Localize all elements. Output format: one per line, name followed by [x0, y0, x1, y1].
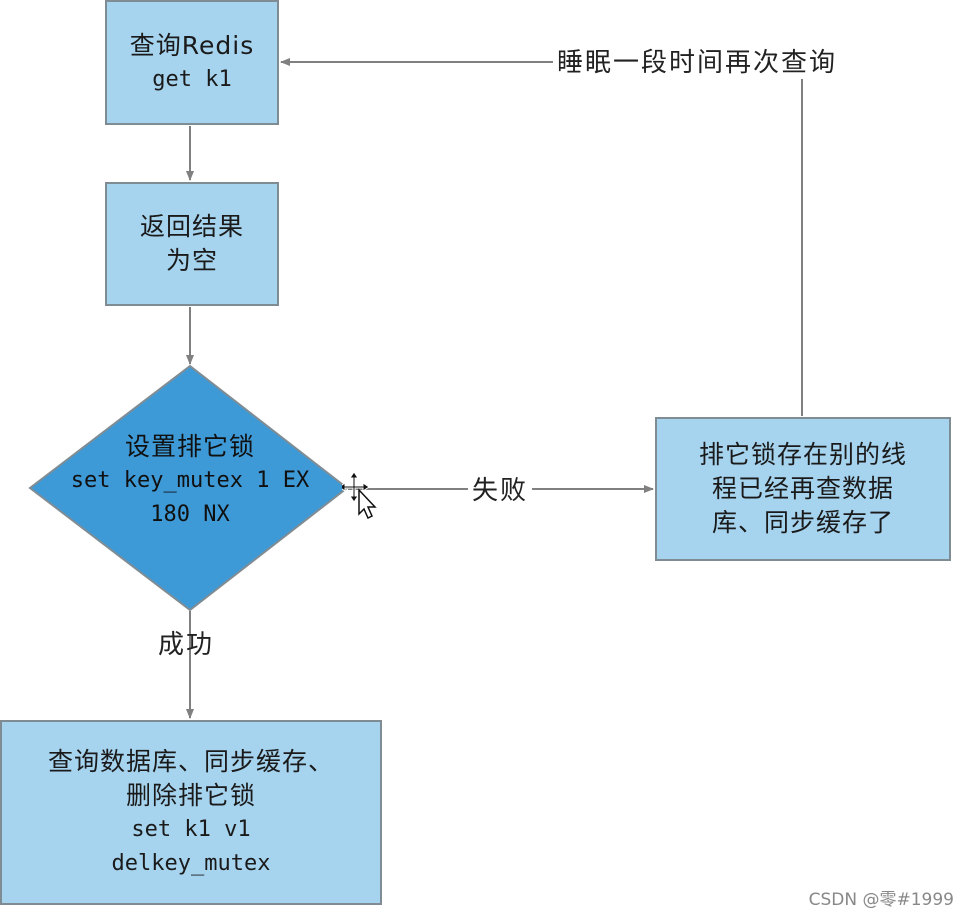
success-label: 成功 — [158, 630, 215, 660]
empty-result-box: 返回结果 为空 — [105, 182, 279, 306]
set-lock-title: 设置排它锁 — [124, 432, 255, 461]
query-redis-title: 查询Redis — [129, 30, 255, 60]
empty-result-line2: 为空 — [165, 246, 218, 275]
locked-by-other-line3: 库、同步缓存了 — [711, 508, 894, 537]
set-lock-command-cont: 180 NX — [150, 502, 230, 527]
success-action-line2: 删除排它锁 — [125, 780, 256, 810]
sleep-retry-label: 睡眠一段时间再次查询 — [553, 42, 842, 79]
locked-by-other-line1: 排它锁存在别的线 — [698, 440, 907, 469]
locked-by-other-line2: 程已经再查数据 — [711, 474, 894, 503]
query-redis-box: 查询Redis get k1 — [105, 0, 279, 125]
set-lock-diamond — [28, 364, 349, 612]
set-lock-label: 设置排它锁 set key_mutex 1 EX 180 NX — [30, 430, 350, 532]
empty-result-line1: 返回结果 — [139, 212, 244, 241]
query-redis-command: get k1 — [152, 66, 232, 92]
set-lock-command: set key_mutex 1 EX — [70, 468, 310, 493]
fail-label: 失败 — [468, 470, 533, 507]
success-action-command1: set k1 v1 — [131, 816, 251, 842]
watermark: CSDN @零#1999 — [808, 890, 954, 910]
move-cursor-icon — [342, 471, 377, 520]
success-action-command2: delkey_mutex — [111, 850, 271, 876]
arrow-sleep-retry — [280, 58, 803, 416]
success-action-line1: 查询数据库、同步缓存、 — [47, 746, 334, 776]
success-action-box: 查询数据库、同步缓存、 删除排它锁 set k1 v1 delkey_mutex — [0, 720, 382, 905]
locked-by-other-box: 排它锁存在别的线 程已经再查数据 库、同步缓存了 — [655, 417, 951, 561]
